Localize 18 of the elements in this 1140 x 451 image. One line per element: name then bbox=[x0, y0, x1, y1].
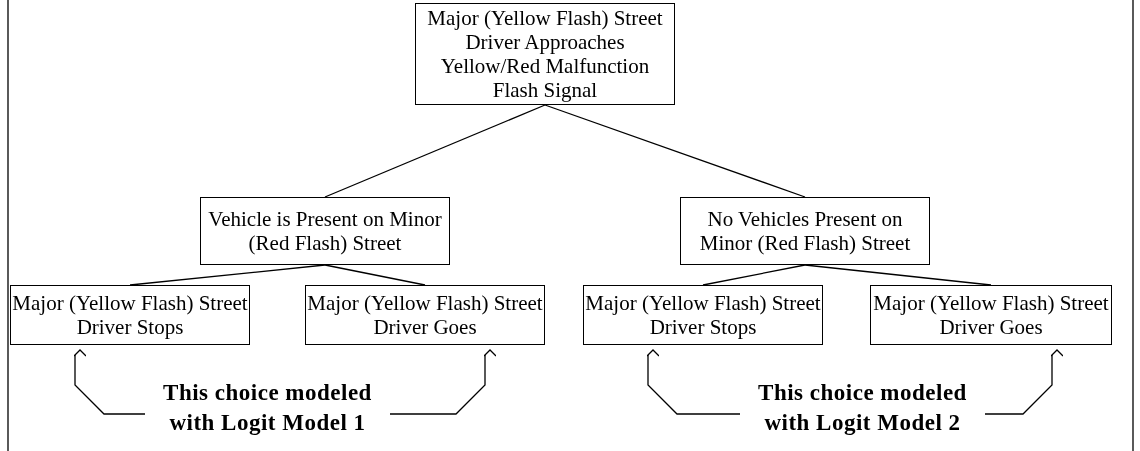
process-box: Major (Yellow Flash) Street Driver Goes bbox=[870, 285, 1112, 345]
process-box: Major (Yellow Flash) Street Driver Goes bbox=[305, 285, 545, 345]
process-box: Vehicle is Present on Minor (Red Flash) Street bbox=[200, 197, 450, 265]
process-box: Major (Yellow Flash) Street Driver Stops bbox=[583, 285, 823, 345]
arrow bbox=[646, 349, 741, 415]
connector-line bbox=[702, 264, 806, 286]
arrow bbox=[73, 349, 146, 415]
connector-line bbox=[324, 104, 546, 198]
connector-line bbox=[544, 104, 806, 198]
note-text: This choice modeled with Logit Model 2 bbox=[740, 375, 985, 441]
connector-line bbox=[804, 264, 992, 286]
note-text: This choice modeled with Logit Model 1 bbox=[145, 375, 390, 441]
connector-line bbox=[324, 264, 426, 286]
process-box: Major (Yellow Flash) Street Driver Approaches Yellow/Red Malfunction Flash Signal bbox=[415, 3, 675, 105]
arrow bbox=[984, 349, 1064, 415]
process-box: No Vehicles Present on Minor (Red Flash) Street bbox=[680, 197, 930, 265]
arrow bbox=[389, 349, 497, 415]
process-box: Major (Yellow Flash) Street Driver Stops bbox=[10, 285, 250, 345]
